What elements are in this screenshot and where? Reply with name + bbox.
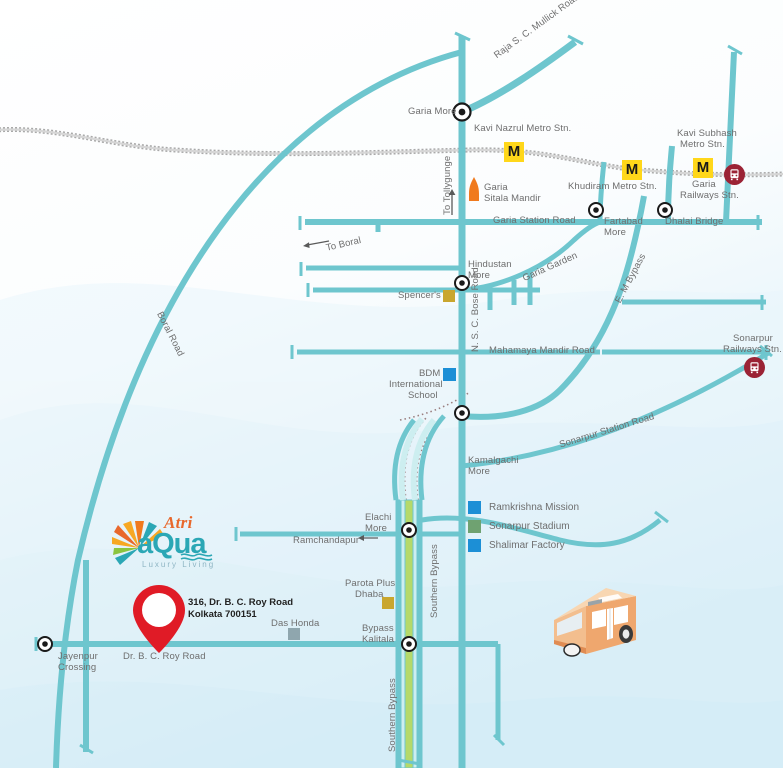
project-logo: Atri aQua Luxury Living — [112, 512, 220, 574]
label-southern-bypass-lower: Southern Bypass — [387, 678, 398, 752]
label-bdm-line1: BDM — [419, 368, 441, 379]
legend-label: Sonarpur Stadium — [489, 521, 570, 532]
arrow-left-icon — [303, 240, 330, 248]
das-honda-marker[interactable] — [288, 628, 300, 640]
square-swatch-icon — [468, 501, 481, 514]
label-parota-plus-line1: Parota Plus — [345, 578, 396, 589]
road-end-caps — [34, 31, 773, 766]
railway-branch-line — [399, 391, 471, 501]
railway-lines — [0, 126, 783, 178]
label-khudiram-metro: Khudiram Metro Stn. — [568, 181, 658, 192]
bdm-school-marker[interactable] — [443, 368, 456, 381]
logo-brand-name: Atri — [164, 513, 193, 532]
label-hindustan-more-line1: Hindustan — [468, 259, 512, 270]
label-kamalgachi-more-line1: Kamalgachi — [468, 455, 519, 466]
label-elachi-more-line2: More — [365, 523, 388, 534]
bus-illustration — [554, 588, 636, 657]
logo-tagline: Luxury Living — [142, 560, 216, 569]
spencers-marker[interactable] — [443, 290, 455, 302]
metro-badge-khudiram[interactable]: M — [622, 160, 642, 180]
square-swatch-icon — [468, 520, 481, 533]
road-boral — [53, 49, 463, 768]
label-bypass-kalitala-line2: Kalitala — [362, 634, 394, 645]
label-kamalgachi-more-line2: More — [468, 466, 491, 477]
legend-item[interactable]: Shalimar Factory — [468, 536, 579, 555]
legend-label: Ramkrishna Mission — [489, 502, 580, 513]
legend-item[interactable]: Sonarpur Stadium — [468, 517, 579, 536]
road-garia-garden — [459, 219, 601, 293]
legend-item[interactable]: Ramkrishna Mission — [468, 498, 579, 517]
metro-badge-kavi-nazrul[interactable]: M — [504, 142, 524, 162]
label-ramchandapur: Ramchandapur — [293, 535, 360, 546]
label-garia-railways-line1: Garia — [692, 179, 716, 190]
label-southern-bypass-upper: Southern Bypass — [429, 544, 440, 618]
wave-icon — [180, 553, 213, 561]
label-garia-sitala-line1: Garia — [484, 182, 508, 193]
label-spencers: Spencer's — [398, 290, 441, 301]
label-sonarpur-railways-line2: Railways Stn. — [723, 344, 782, 355]
label-kavi-subhash-metro-line1: Kavi Subhash — [677, 128, 737, 139]
legend-label: Shalimar Factory — [489, 540, 565, 551]
parota-plus-dhaba-marker[interactable] — [382, 597, 394, 609]
label-dr-bc-roy-road: Dr. B. C. Roy Road — [123, 651, 206, 662]
label-bypass-kalitala-line1: Bypass — [362, 623, 394, 634]
road-sonarpur-station — [461, 349, 772, 469]
map-legend: Ramkrishna Mission Sonarpur Stadium Shal… — [468, 498, 579, 555]
train-icon — [750, 362, 759, 374]
label-jayenpur-crossing-line2: Crossing — [58, 662, 97, 673]
label-garia-sitala-line2: Sitala Mandir — [484, 193, 541, 204]
sunburst-icon — [112, 521, 164, 565]
label-hindustan-more-line2: More — [468, 270, 491, 281]
label-garia-more: Garia More — [408, 106, 457, 117]
address-line-2: Kolkata 700151 — [188, 609, 257, 620]
train-icon — [730, 169, 739, 181]
label-fartabad-more-line2: More — [604, 227, 627, 238]
label-bdm-line3: School — [408, 390, 438, 401]
location-pin-icon[interactable] — [130, 583, 188, 655]
label-kavi-subhash-metro-line2: Metro Stn. — [680, 139, 725, 150]
road-network — [40, 36, 772, 768]
project-address: 316, Dr. B. C. Roy Road Kolkata 700151 — [188, 597, 293, 621]
arrow-left-icon — [358, 535, 378, 541]
label-bdm-line2: International — [389, 379, 443, 390]
label-parota-plus-line2: Dhaba — [355, 589, 384, 600]
temple-icon — [469, 177, 479, 201]
address-line-1: 316, Dr. B. C. Roy Road — [188, 597, 294, 608]
road-raja-sc-mullick — [460, 39, 578, 116]
label-das-honda: Das Honda — [271, 618, 320, 629]
garia-railways-station-badge[interactable] — [724, 164, 745, 185]
label-nsc-bose-road: N. S. C. Bose Road — [470, 267, 481, 352]
label-fartabad-more-line1: Fartabad — [604, 216, 643, 227]
label-garia-station-road: Garia Station Road — [493, 215, 576, 226]
label-garia-railways-line2: Railways Stn. — [680, 190, 739, 201]
label-mahamaya-mandir-road: Mahamaya Mandir Road — [489, 345, 596, 356]
sonarpur-railways-station-badge[interactable] — [744, 357, 765, 378]
label-dhalai-bridge: Dhalai Bridge — [665, 216, 724, 227]
label-kavi-nazrul-metro: Kavi Nazrul Metro Stn. — [474, 123, 572, 134]
metro-badge-kavi-subhash[interactable]: M — [693, 158, 713, 178]
arrow-up-icon — [448, 189, 456, 215]
label-jayenpur-crossing-line1: Jayenpur — [58, 651, 98, 662]
road-em-bypass — [461, 195, 647, 420]
label-sonarpur-railways-line1: Sonarpur — [733, 333, 773, 344]
label-elachi-more-line1: Elachi — [365, 512, 392, 523]
square-swatch-icon — [468, 539, 481, 552]
